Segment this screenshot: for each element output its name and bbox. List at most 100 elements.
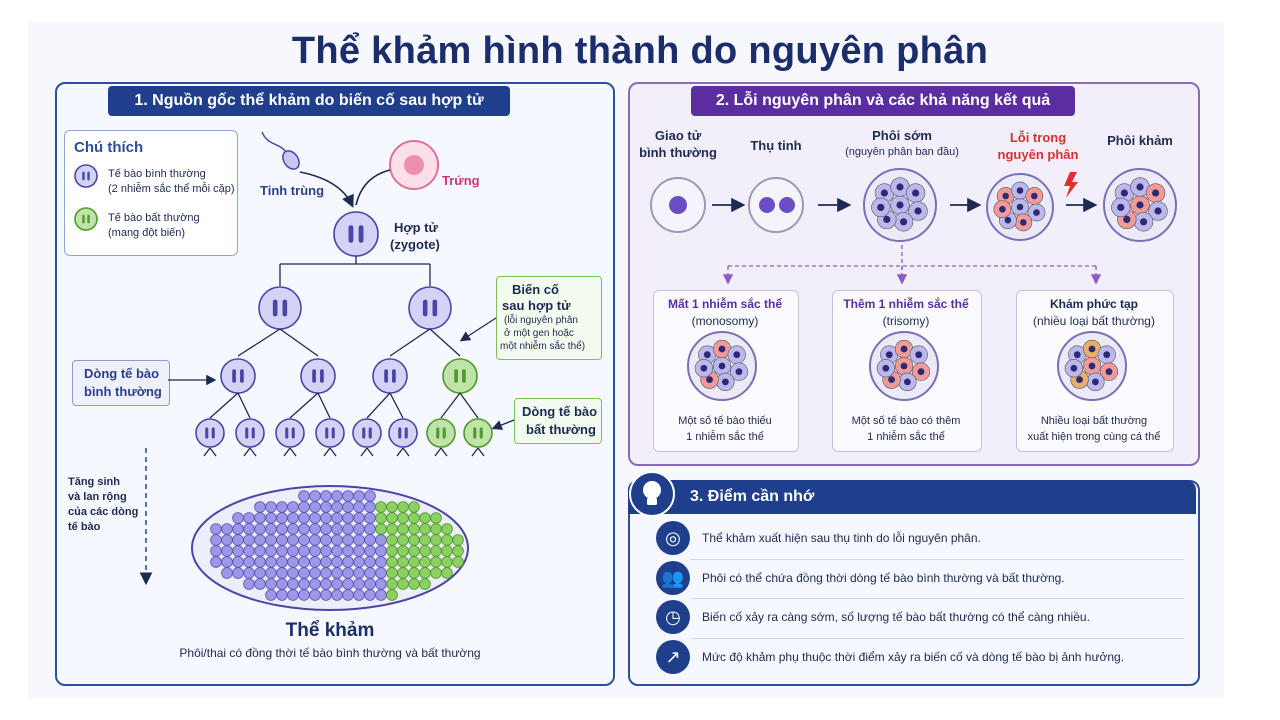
mosaic-normal-cell: [320, 578, 332, 590]
mosaic-abnormal-cell: [397, 556, 409, 568]
chromosome: [398, 427, 402, 439]
mosaic-normal-cell: [309, 545, 321, 557]
complex-sub: (nhiều loại bất thường): [1033, 314, 1155, 328]
mosaic-normal-cell: [254, 534, 266, 546]
monosomy-sub: (monosomy): [691, 314, 759, 328]
mosaic-normal-cell: [364, 523, 376, 535]
chromosome: [454, 369, 458, 383]
mosaic-abnormal-cell: [408, 512, 420, 524]
prolif-label-2: và lan rộng: [68, 491, 127, 503]
level2-cell: [220, 358, 256, 394]
mosaic-abnormal-cell: [375, 512, 387, 524]
mosaic-normal-cell: [210, 545, 222, 557]
event-label-1: Biến cố: [512, 282, 559, 297]
trisomy-desc-1: Một số tế bào có thêm: [851, 415, 961, 427]
connector-line: [279, 328, 319, 357]
embryo-nucleus: [877, 203, 885, 211]
mosaic-normal-cell: [265, 589, 277, 601]
mosaic-caption: Phôi/thai có đồng thời tế bào bình thườn…: [179, 646, 481, 660]
embryo-nucleus: [888, 376, 895, 383]
prolif-label-4: tế bào: [68, 521, 101, 533]
branch-stub: [249, 447, 257, 457]
mosaic-abnormal-cell: [386, 556, 398, 568]
mosaic-normal-cell: [254, 501, 266, 513]
embryo-nucleus: [722, 378, 729, 386]
mosaic-abnormal-cell: [419, 578, 431, 590]
mosaic-normal-cell: [243, 578, 255, 590]
chromosome: [82, 214, 85, 224]
sperm-head: [282, 150, 300, 170]
legend-normal-cell-icon: [74, 164, 98, 188]
mosaic-normal-cell: [287, 567, 299, 579]
mosaic-abnormal-cell: [397, 501, 409, 513]
level3-cell: [275, 418, 305, 448]
embryo-nucleus: [735, 368, 743, 376]
legend-abnormal-label: Tế bào bất thường: [108, 212, 200, 224]
branch-stub: [243, 447, 251, 457]
mosaic-normal-cell: [276, 556, 288, 568]
mosaic-normal-cell: [364, 556, 376, 568]
branch-stub: [366, 447, 374, 457]
mosaic-normal-cell: [320, 501, 332, 513]
embryo-nucleus: [1031, 192, 1038, 200]
embryo-nucleus: [1105, 368, 1113, 376]
abnormal-line-arrow: [491, 419, 515, 430]
step-gamete-label-2: bình thường: [639, 145, 717, 160]
mosaic-abnormal-cell: [430, 534, 442, 546]
mosaic-normal-cell: [375, 589, 387, 601]
normal-line-label-1: Dòng tế bào: [84, 366, 160, 381]
mosaic-normal-cell: [353, 501, 365, 513]
mosaic-abnormal-cell: [441, 545, 453, 557]
branch-stub: [402, 447, 410, 457]
zygote-label: Hợp tử: [394, 220, 438, 235]
mosaic-normal-cell: [320, 534, 332, 546]
mosaic-normal-cell: [364, 501, 376, 513]
branch-stub: [360, 447, 368, 457]
chromosome: [272, 299, 278, 317]
mosaic-normal-cell: [210, 534, 222, 546]
mosaic-normal-cell: [210, 556, 222, 568]
level3-cell: [315, 418, 345, 448]
mosaic-normal-cell: [342, 567, 354, 579]
embryo-nucleus: [914, 207, 922, 215]
mosaic-normal-cell: [364, 490, 376, 502]
mosaic-normal-cell: [331, 512, 343, 524]
legend-box: [64, 130, 238, 256]
mosaic-normal-cell: [353, 490, 365, 502]
trisomy-title: Thêm 1 nhiễm sắc thể: [843, 297, 969, 311]
step-early-embryo-label: Phôi sớm: [872, 128, 932, 143]
mosaic-normal-cell: [276, 523, 288, 535]
pronucleus: [759, 197, 775, 213]
embryo-nucleus: [915, 351, 923, 359]
level3-cell-abnormal: [463, 418, 493, 448]
mosaic-normal-cell: [331, 589, 343, 601]
mosaic-normal-cell: [276, 545, 288, 557]
mosaic-normal-cell: [342, 490, 354, 502]
embryo-nucleus: [1154, 207, 1162, 215]
mosaic-abnormal-cell: [397, 545, 409, 557]
mosaic-normal-cell: [254, 578, 266, 590]
chromosome: [462, 369, 466, 383]
mosaic-abnormal-cell: [386, 534, 398, 546]
mosaic-normal-cell: [364, 589, 376, 601]
mosaic-normal-cell: [364, 578, 376, 590]
mosaic-normal-cell: [221, 567, 233, 579]
embryo-nucleus: [1152, 189, 1160, 197]
chromosome: [82, 171, 85, 181]
mosaic-normal-cell: [298, 567, 310, 579]
mosaic-normal-cell: [375, 556, 387, 568]
embryo-nucleus: [1103, 351, 1111, 359]
key-point-1: Thể khảm xuất hiện sau thụ tinh do lỗi n…: [702, 531, 981, 545]
mosaic-abnormal-cell: [452, 556, 464, 568]
mosaic-abnormal-cell: [408, 545, 420, 557]
mosaic-abnormal-cell: [408, 534, 420, 546]
mosaic-abnormal-cell: [430, 523, 442, 535]
embryo-nucleus: [706, 376, 713, 383]
mosaic-normal-cell: [298, 578, 310, 590]
branch-stub: [289, 447, 297, 457]
mosaic-normal-cell: [309, 534, 321, 546]
trisomy-sub: (trisomy): [882, 314, 930, 328]
step-error-label-2: nguyên phân: [997, 147, 1079, 162]
branch-stub: [283, 447, 291, 457]
connector-line: [237, 392, 251, 419]
